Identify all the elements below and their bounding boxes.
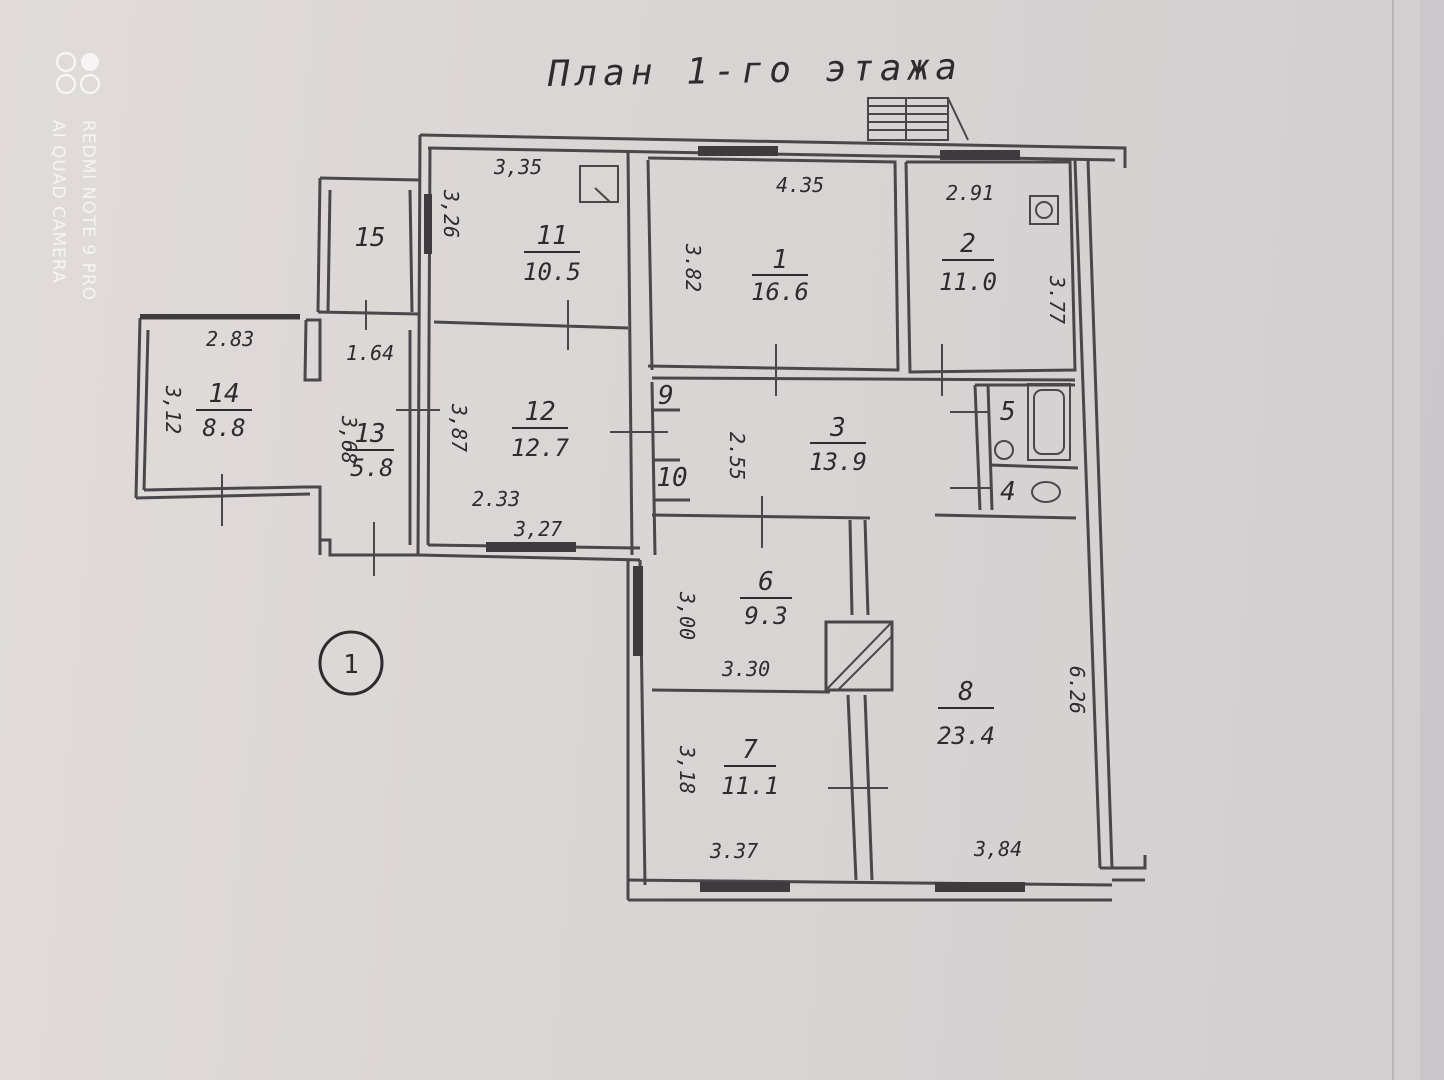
room-dim-13a: 1.64 bbox=[346, 341, 394, 365]
room-area-13: 5.8 bbox=[350, 454, 393, 482]
room-dim-14a: 2.83 bbox=[206, 327, 254, 351]
room-dim-6a: 3,00 bbox=[675, 591, 699, 640]
room-number-13: 13 bbox=[354, 419, 385, 449]
bathtub-icon bbox=[1027, 383, 1071, 461]
sink-icon bbox=[994, 440, 1014, 460]
room-dim-13b: 3,68 bbox=[337, 415, 361, 464]
room-dim-14b: 3,12 bbox=[161, 385, 185, 434]
camera-logo-icon bbox=[55, 51, 101, 95]
windows bbox=[140, 146, 1025, 892]
room-area-7: 11.1 bbox=[721, 772, 779, 800]
room-number-5: 5 bbox=[1000, 397, 1016, 427]
toilet-icon bbox=[1031, 481, 1061, 503]
fixtures bbox=[579, 165, 1071, 503]
room-dim-8b: 3,84 bbox=[973, 837, 1022, 861]
room-dim-12c: 3,27 bbox=[513, 517, 562, 541]
room-number-15: 15 bbox=[354, 223, 385, 253]
room-labels: 1 16.6 4.35 3.82 2 11.0 2.91 3.77 3 13.9… bbox=[161, 155, 1089, 863]
room-number-9: 9 bbox=[658, 381, 674, 411]
stove-icon bbox=[579, 165, 619, 203]
room-number-10: 10 bbox=[656, 463, 687, 493]
room-number-1: 1 bbox=[772, 245, 788, 275]
watermark-model: REDMI NOTE 9 PRO bbox=[78, 120, 98, 302]
room-number-4: 4 bbox=[1000, 477, 1016, 507]
room-dim-3a: 2.55 bbox=[725, 432, 749, 480]
room-dim-11b: 3,26 bbox=[439, 189, 463, 238]
watermark-camera: AI QUAD CAMERA bbox=[48, 120, 68, 284]
room-dim-8a: 6.26 bbox=[1065, 666, 1089, 714]
room-number-3: 3 bbox=[829, 413, 846, 443]
stove-icon bbox=[1029, 195, 1059, 225]
room-area-14: 8.8 bbox=[202, 414, 245, 442]
room-area-1: 16.6 bbox=[751, 278, 809, 306]
ventilation-shaft bbox=[824, 620, 894, 692]
room-area-12: 12.7 bbox=[511, 434, 569, 462]
plan-number-badge: 1 bbox=[318, 630, 384, 696]
plan-title: План 1-го этажа bbox=[546, 47, 963, 95]
paper-edge bbox=[1392, 0, 1394, 1080]
room-number-2: 2 bbox=[960, 229, 976, 259]
camera-watermark bbox=[40, 48, 110, 348]
room-number-8: 8 bbox=[958, 677, 974, 707]
room-number-12: 12 bbox=[524, 397, 555, 427]
room-number-14: 14 bbox=[208, 379, 239, 409]
room-dim-6b: 3.30 bbox=[721, 657, 770, 681]
room-area-11: 10.5 bbox=[523, 258, 581, 286]
room-dim-12b: 2.33 bbox=[472, 487, 520, 511]
plan-number: 1 bbox=[343, 650, 359, 680]
entrance-stairs bbox=[867, 97, 969, 141]
room-dim-1b: 3.82 bbox=[681, 243, 705, 292]
room-area-6: 9.3 bbox=[744, 602, 787, 630]
room-number-6: 6 bbox=[758, 567, 774, 597]
room-dim-1a: 4.35 bbox=[776, 173, 824, 197]
room-dim-7b: 3.37 bbox=[709, 839, 758, 863]
door-marks bbox=[221, 300, 990, 789]
room-dim-2a: 2.91 bbox=[946, 181, 994, 205]
room-number-7: 7 bbox=[742, 735, 758, 765]
room-dim-7a: 3,18 bbox=[675, 745, 699, 794]
room-dim-12a: 3,87 bbox=[447, 403, 471, 452]
room-area-8: 23.4 bbox=[937, 722, 995, 750]
room-area-3: 13.9 bbox=[809, 448, 867, 476]
room-dim-11a: 3,35 bbox=[493, 155, 542, 179]
room-area-2: 11.0 bbox=[939, 268, 997, 296]
room-dim-2b: 3.77 bbox=[1045, 275, 1069, 324]
room-number-11: 11 bbox=[536, 221, 567, 251]
